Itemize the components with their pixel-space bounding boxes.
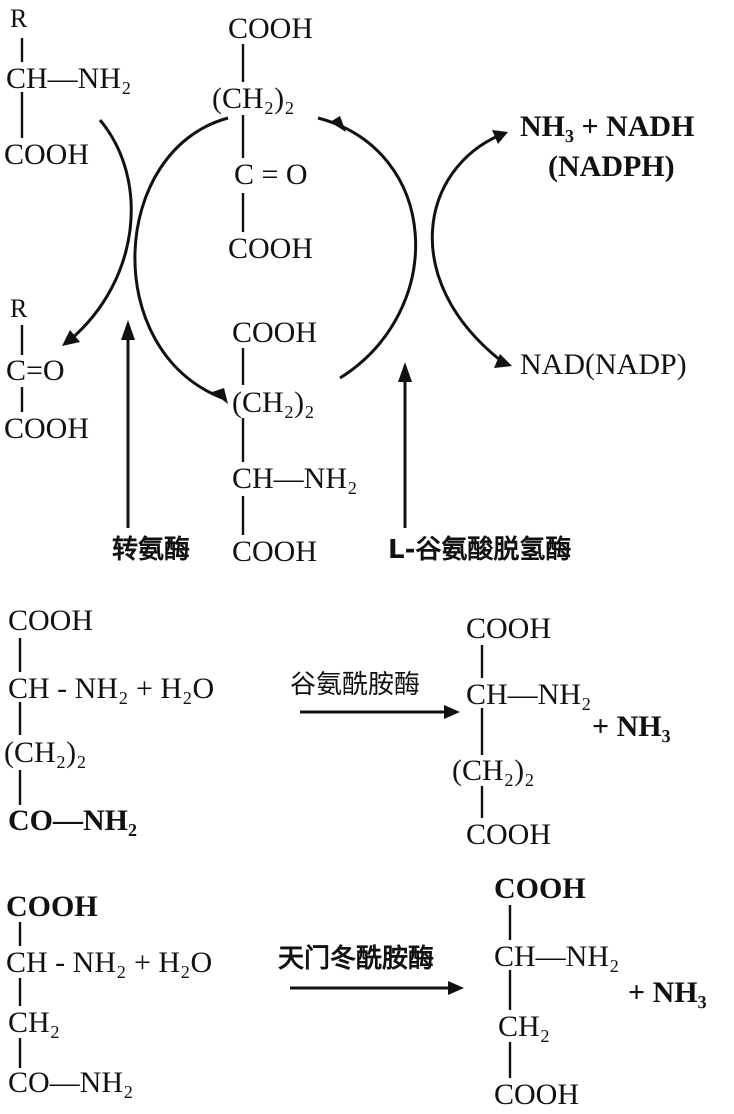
- glu-ch-nh2: CH—NH₂: [232, 462, 358, 495]
- glu2-cooh-top: COOH: [466, 612, 552, 645]
- transamination-curve: [69, 119, 133, 342]
- glu-cooh-top: COOH: [232, 316, 318, 349]
- cycle-right-arrowhead: [330, 116, 346, 132]
- glu-ch2: (CH₂)₂: [232, 386, 315, 419]
- asp-ch2: CH₂: [498, 1010, 551, 1043]
- dehydrogenase-curve: [430, 133, 501, 362]
- cycle-right-arc: [317, 116, 418, 380]
- cycle-left-arrowhead: [212, 388, 228, 404]
- akg-cooh-top: COOH: [228, 12, 314, 45]
- right-top-line2: (NADPH): [548, 150, 675, 183]
- glu2-ch2: (CH₂)₂: [452, 754, 535, 787]
- left-substrate-cooh: COOH: [4, 138, 90, 171]
- asn-ch2: CH₂: [8, 1006, 61, 1039]
- enzyme-glutaminase: 谷氨酰胺酶: [290, 670, 421, 700]
- gln-cooh: COOH: [8, 604, 94, 637]
- reaction3-nh3: + NH₃: [628, 976, 707, 1009]
- glu-cooh-bottom: COOH: [232, 535, 318, 568]
- asp-cooh-top: COOH: [494, 872, 586, 905]
- cycle-left-arc: [133, 116, 229, 400]
- right-top-line1: NH₃ + NADH: [520, 110, 695, 143]
- asp-cooh-bottom: COOH: [494, 1078, 580, 1111]
- left-substrate-ch-nh2: CH—NH₂: [6, 62, 132, 95]
- asn-ch-nh2: CH - NH₂ + H₂O: [6, 946, 213, 979]
- glutaminase-arrowhead: [444, 705, 460, 719]
- glu2-cooh-bottom: COOH: [466, 818, 552, 851]
- asn-co-nh2: CO—NH₂: [8, 1066, 134, 1099]
- left-product-cooh: COOH: [4, 412, 90, 445]
- left-substrate-r: R: [10, 4, 28, 33]
- transaminase-arrowhead: [121, 320, 135, 340]
- akg-cooh-bottom: COOH: [228, 232, 314, 265]
- gln-ch2: (CH₂)₂: [4, 736, 87, 769]
- dehydrogenase-top-arrowhead: [492, 130, 508, 144]
- gln-ch-nh2: CH - NH₂ + H₂O: [8, 672, 215, 705]
- gln-co-nh2: CO—NH₂: [8, 804, 137, 837]
- akg-ch2: (CH₂)₂: [212, 82, 295, 115]
- enzyme-transaminase: 转氨酶: [112, 535, 191, 565]
- reaction2-nh3: + NH₃: [592, 710, 671, 743]
- left-product-r: R: [10, 294, 28, 323]
- dehydrogenase-bottom-arrowhead: [494, 354, 512, 368]
- glu2-ch-nh2: CH—NH₂: [466, 678, 592, 711]
- asparaginase-arrowhead: [448, 981, 464, 995]
- enzyme-glutamate-dehydrogenase: L-谷氨酸脱氢酶: [388, 535, 572, 565]
- dehydrogenase-arrowhead: [398, 362, 412, 382]
- transamination-arrowhead: [62, 330, 80, 346]
- left-product-c-o: C=O: [6, 354, 65, 387]
- akg-c-o: C = O: [234, 158, 308, 191]
- right-bottom-nad: NAD(NADP): [520, 348, 687, 381]
- asn-cooh: COOH: [6, 890, 98, 923]
- enzyme-asparaginase: 天门冬酰胺酶: [278, 944, 435, 974]
- asp-ch-nh2: CH—NH₂: [494, 940, 620, 973]
